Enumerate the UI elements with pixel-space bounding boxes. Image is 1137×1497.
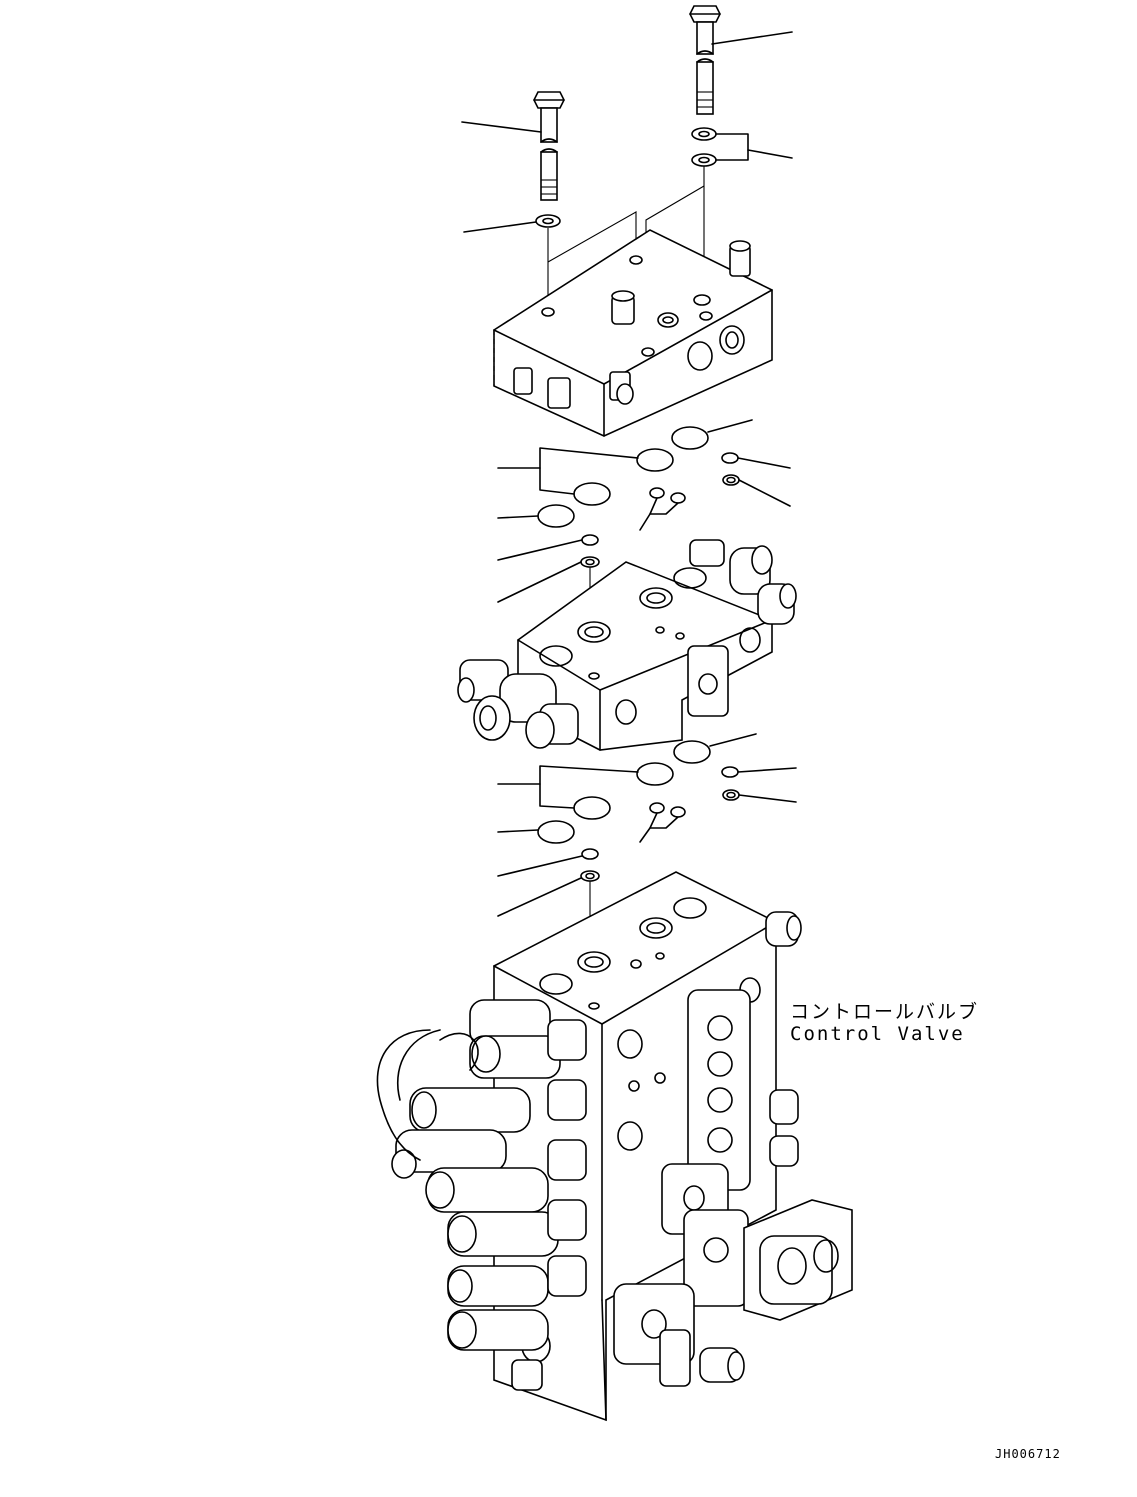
seal-group-1 [497, 419, 791, 676]
part-label-english: Control Valve [790, 1023, 965, 1045]
part-label-japanese: コントロールバルブ [790, 1001, 980, 1023]
main-control-valve-body [376, 871, 853, 1422]
drawing-number: JH006712 [995, 1447, 1061, 1461]
washer-left [535, 214, 561, 228]
bolt-long-left [533, 91, 565, 201]
washers-right [691, 127, 717, 167]
bolt-long-right [689, 5, 721, 115]
top-valve-block [493, 229, 773, 437]
middle-valve-section [457, 539, 797, 751]
seal-group-2 [497, 733, 797, 1002]
